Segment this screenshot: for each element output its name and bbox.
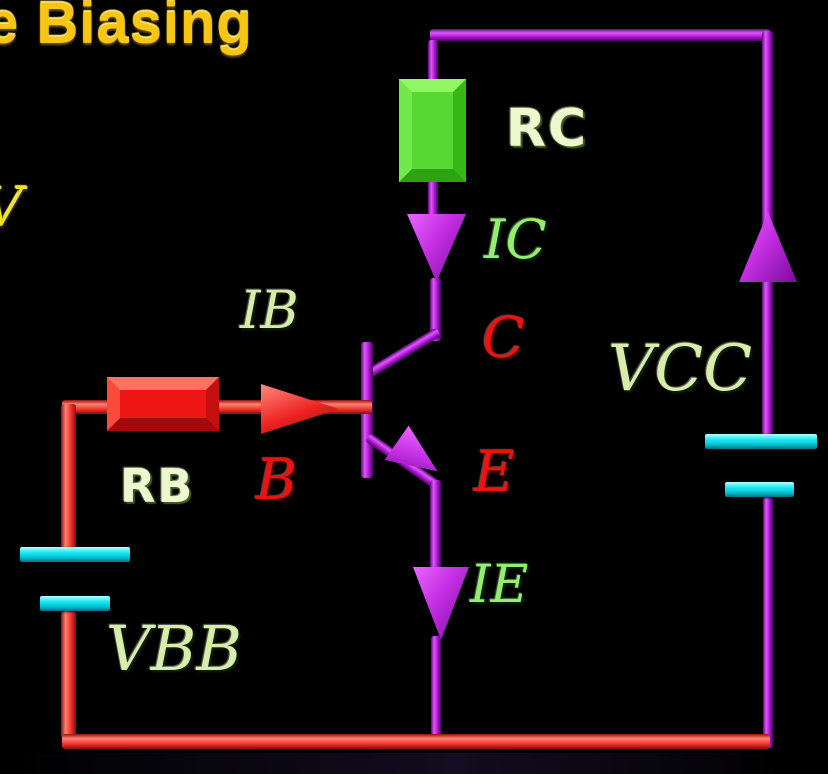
collector-wire-diagonal [367,327,442,378]
emitter-wire-vertical-upper [430,480,441,572]
emitter-terminal-label: E [474,440,515,505]
vbb-label: VBB [106,612,242,685]
ib-label: IB [240,281,299,341]
ie-label: IE [470,555,529,615]
ic-label: IC [484,208,547,271]
bottom-shadow-band [0,753,828,774]
vbb-branch-wire-lower [61,610,76,738]
rc-label: RC [506,99,589,159]
collector-wire-vertical [430,278,441,341]
ic-current-arrow-icon [407,214,466,282]
top-rail-wire [430,29,770,41]
ib-current-arrow-icon [261,384,339,434]
vcc-battery-long-plate [705,434,817,449]
rc-top-lead-wire [428,40,438,82]
vcc-branch-wire-lower [763,496,773,748]
rb-label: RB [120,459,195,513]
left-text-fragment: V [0,179,23,237]
base-terminal-label: B [256,448,298,513]
vcc-label: VCC [608,332,753,406]
collector-terminal-label: C [482,306,525,371]
bottom-rail-wire [62,734,770,749]
vbb-branch-wire-upper [61,404,76,550]
rc-bottom-lead-wire [428,180,438,218]
vbb-battery-short-plate [40,596,110,611]
vcc-current-arrow-icon [739,212,797,282]
emitter-wire-vertical-lower [431,636,441,748]
rc-resistor [399,79,466,182]
rb-resistor [107,377,219,431]
emitter-arrow-icon [384,425,449,488]
vbb-battery-long-plate [20,547,130,562]
vcc-battery-short-plate [725,482,794,497]
ie-current-arrow-icon [413,567,469,640]
slide-title: e Biasing [0,0,253,56]
